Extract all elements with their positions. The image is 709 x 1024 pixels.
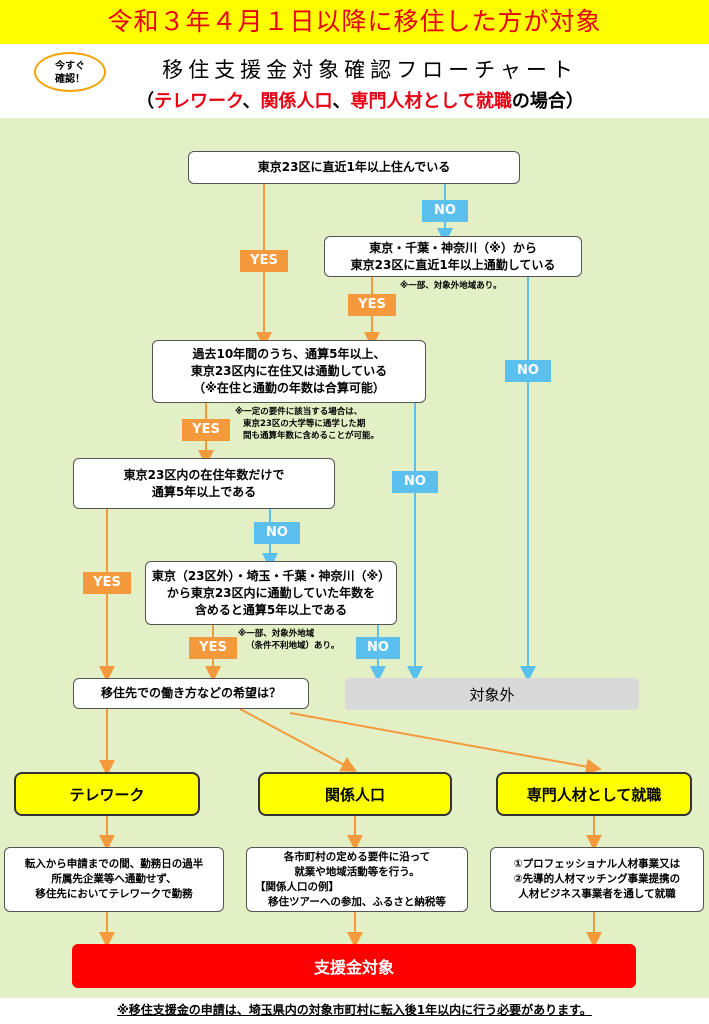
category-kankei-label: 関係人口 <box>324 785 385 804</box>
question-3-note-line-2: 東京23区の大学等に通学した期 <box>243 419 366 429</box>
line-to-senmon <box>289 712 602 775</box>
footer-note: ※移住支援金の申請は、埼玉県内の対象市町村に転入後1年以内に行う必要があります。 <box>0 998 709 1024</box>
category-telework-label: テレワーク <box>69 785 145 804</box>
question-3-note-line-1: ※一定の要件に該当する場合は、 <box>235 407 363 417</box>
yes-label-q3: YES <box>182 419 230 441</box>
category-kankei: 関係人口 <box>258 772 452 816</box>
question-3: 過去10年間のうち、通算5年以上、 東京23区内に在住又は通勤している （※在住… <box>152 340 426 403</box>
yes-label-q4: YES <box>83 572 131 594</box>
subtitle-sep-1: 、 <box>242 91 261 112</box>
yes-label-q2: YES <box>348 294 396 316</box>
desc-kankei-line-3: 【関係人口の例】 <box>255 880 339 893</box>
question-2-note: ※一部、対象外地域あり。 <box>400 281 502 291</box>
question-4-line-1: 東京23区内の在住年数だけで <box>123 467 285 482</box>
line-to-kankei <box>239 708 358 772</box>
speech-bubble: 今すぐ 確認！ <box>34 52 106 92</box>
eligible-text: 支援金対象 <box>313 958 394 977</box>
no-label-q4: NO <box>254 522 300 544</box>
question-5-note: ※一部、対象外地域 （条件不利地域）あり。 <box>238 628 368 652</box>
question-6-text: 移住先での働き方などの希望は？ <box>100 686 281 700</box>
bubble-line-1: 今すぐ <box>55 61 85 72</box>
desc-kankei-line-4: 移住ツアーへの参加、ふるさと納税等 <box>268 895 446 908</box>
not-eligible-text: 対象外 <box>469 685 515 704</box>
question-3-line-3: （※在住と通勤の年数は合算可能） <box>193 381 385 395</box>
question-3-note-line-3: 間も通算年数に含めることが可能。 <box>243 431 380 441</box>
question-4: 東京23区内の在住年数だけで 通算5年以上である <box>73 458 335 509</box>
desc-kankei-line-1: 各市町村の定める要件に沿って <box>283 850 431 863</box>
question-1: 東京23区に直近1年以上住んでいる <box>188 151 520 184</box>
question-4-line-2: 通算5年以上である <box>151 484 257 499</box>
question-3-note: ※一定の要件に該当する場合は、 東京23区の大学等に通学した期 間も通算年数に含… <box>235 406 405 442</box>
question-2: 東京・千葉・神奈川（※）から 東京23区に直近1年以上通勤している <box>324 236 582 277</box>
page-title: 移住支援金対象確認フローチャート <box>162 58 578 82</box>
desc-kankei-line-2: 就業や地域活動等を行う。 <box>294 865 420 878</box>
no-label-q1: NO <box>422 200 468 222</box>
desc-senmon-line-2: ②先導的人材マッチング事業提携の <box>513 873 681 885</box>
subtitle-sep-2: 、 <box>332 91 351 112</box>
subtitle-tail: の場合） <box>511 91 584 112</box>
no-label-q2: NO <box>505 360 551 382</box>
yes-label-q1: YES <box>240 250 288 272</box>
desc-telework-line-3: 移住先においてテレワークで勤務 <box>35 888 193 900</box>
yes-label-q5: YES <box>189 637 237 659</box>
subtitle-telework: テレワーク <box>154 91 243 112</box>
question-3-line-2: 東京23区内に在住又は通勤している <box>190 364 388 378</box>
question-5-note-line-2: （条件不利地域）あり。 <box>246 641 340 651</box>
no-label-q5: NO <box>356 637 400 659</box>
question-5-line-1: 東京（23区外）・埼玉・千葉・神奈川（※） <box>151 568 391 583</box>
desc-kankei: 各市町村の定める要件に沿って 就業や地域活動等を行う。 【関係人口の例】 移住ツ… <box>246 847 468 912</box>
eligible-box: 支援金対象 <box>72 944 636 988</box>
header-area <box>0 44 709 118</box>
question-2-line-1: 東京・千葉・神奈川（※）から <box>369 240 537 255</box>
question-3-line-1: 過去10年間のうち、通算5年以上、 <box>192 347 386 361</box>
question-5: 東京（23区外）・埼玉・千葉・神奈川（※） から東京23区内に通勤していた年数を… <box>145 561 397 625</box>
question-2-line-2: 東京23区に直近1年以上通勤している <box>350 257 556 272</box>
subtitle-open: （ <box>136 91 155 112</box>
question-5-line-3: 含めると通算5年以上である <box>194 602 348 617</box>
desc-senmon: ①プロフェッショナル人材事業又は ②先導的人材マッチング事業提携の 人材ビジネス… <box>490 847 704 912</box>
subtitle-kankei: 関係人口 <box>260 91 333 112</box>
desc-senmon-line-3: 人材ビジネス事業者を通して就職 <box>518 888 676 900</box>
category-telework: テレワーク <box>14 772 200 816</box>
subtitle-senmon: 専門人材として就職 <box>350 91 512 112</box>
question-6: 移住先での働き方などの希望は？ <box>73 678 309 709</box>
no-label-q3: NO <box>392 471 438 493</box>
top-banner: 令和３年４月１日以降に移住した方が対象 <box>0 0 709 44</box>
not-eligible-box: 対象外 <box>345 678 639 710</box>
desc-telework: 転入から申請までの間、勤務日の過半 所属先企業等へ通勤せず、 移住先においてテレ… <box>4 847 224 912</box>
question-1-text: 東京23区に直近1年以上住んでいる <box>257 160 451 174</box>
question-5-line-2: から東京23区内に通勤していた年数を <box>166 585 376 600</box>
category-senmon-label: 専門人材として就職 <box>526 785 662 804</box>
category-senmon: 専門人材として就職 <box>496 772 692 816</box>
question-5-note-line-1: ※一部、対象外地域 <box>238 629 315 639</box>
desc-telework-line-1: 転入から申請までの間、勤務日の過半 <box>24 858 204 870</box>
bubble-line-2: 確認！ <box>55 74 85 85</box>
desc-telework-line-2: 所属先企業等へ通勤せず、 <box>51 873 177 885</box>
desc-senmon-line-1: ①プロフェッショナル人材事業又は <box>513 858 681 870</box>
page-subtitle: （テレワーク、関係人口、専門人材として就職の場合） <box>80 89 640 115</box>
